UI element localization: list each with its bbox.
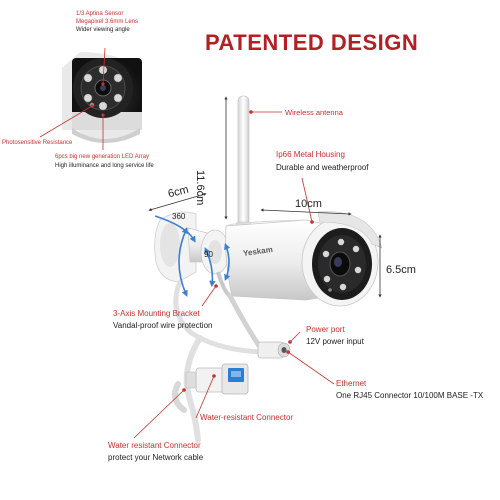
antenna-shape <box>235 95 252 241</box>
callout-leaders <box>133 111 335 439</box>
power-title: Power port <box>306 325 345 334</box>
rotate-90-label: 90 <box>204 250 213 259</box>
led-array-label: 6pcs big new generation LED Array <box>55 154 150 160</box>
camera-body-shape <box>225 211 383 307</box>
sensor-angle-label: Wider viewing angle <box>76 27 130 33</box>
diameter-dimension: 6.5cm <box>386 264 416 276</box>
ethernet-subtitle: One RJ45 Connector 10/100M BASE -TX <box>336 391 484 400</box>
height-dimension: 11.6cm <box>194 170 206 206</box>
sensor-lens-label: Megapixel 3.6mm Lens <box>76 19 139 25</box>
bracket-title: 3-Axis Mounting Bracket <box>113 309 200 318</box>
sensor-label: 1/3 Aptina Sensor <box>76 11 124 17</box>
rotate-360-label: 360 <box>172 212 186 221</box>
length-dimension: 10cm <box>295 198 322 210</box>
power-port-shape <box>257 341 291 359</box>
antenna-label: Wireless antenna <box>285 108 343 117</box>
water-connector-label: Water-resistant Connector <box>200 413 294 422</box>
ethernet-title: Ethernet <box>336 379 367 388</box>
led-life-label: High illuminance and long service life <box>55 163 154 169</box>
mounting-bracket-shape <box>154 211 232 298</box>
bracket-subtitle: Vandal-proof wire protection <box>113 321 213 330</box>
dimension-lines <box>148 96 382 298</box>
water-connector2-subtitle: protect your Network cable <box>108 453 204 462</box>
inset-photo <box>62 52 142 143</box>
housing-subtitle: Durable and weatherproof <box>276 163 369 172</box>
housing-title: Ip66 Metal Housing <box>276 150 345 159</box>
rotation-arrows <box>154 215 231 297</box>
page-title: PATENTED DESIGN <box>205 30 419 55</box>
photosensitive-label: Photosensitive Resistance <box>2 140 73 146</box>
power-subtitle: 12V power input <box>306 337 364 346</box>
water-connector2-title: Water resistant Connector <box>108 441 201 450</box>
inset-leaders <box>39 47 106 150</box>
